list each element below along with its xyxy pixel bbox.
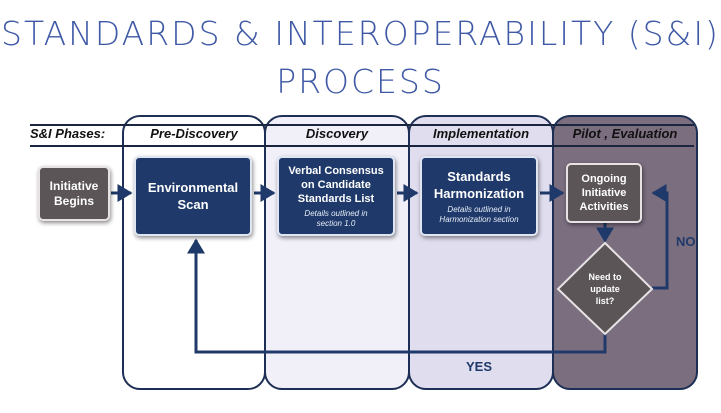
ongoing-activities-label: Ongoing Initiative Activities — [579, 173, 629, 213]
standards-harmonization-box: Standards Harmonization Details outlined… — [420, 156, 538, 236]
decision-diamond — [556, 241, 654, 336]
standards-harmonization-detail: Details outlined in Harmonization sectio… — [439, 204, 519, 224]
phase-header-pre-discovery: Pre-Discovery — [150, 126, 238, 141]
header-top-line — [30, 124, 694, 126]
initiative-begins-box: Initiative Begins — [38, 166, 110, 221]
diagram-title-line2: PROCESS — [276, 62, 445, 101]
edge-label-yes: YES — [466, 359, 493, 374]
environmental-scan-label: Environmental Scan — [147, 180, 239, 212]
edge-label-no: NO — [676, 234, 696, 249]
environmental-scan-box: Environmental Scan — [134, 156, 252, 236]
decision-label-box: Need to update list? — [580, 262, 630, 316]
phase-header-pilot: Pilot , Evaluation — [572, 126, 678, 141]
verbal-consensus-label: Verbal Consensus on Candidate Standards … — [288, 164, 384, 205]
verbal-consensus-detail: Details outlined in section 1.0 — [304, 208, 368, 228]
verbal-consensus-box: Verbal Consensus on Candidate Standards … — [277, 156, 395, 236]
ongoing-activities-box: Ongoing Initiative Activities — [566, 163, 642, 223]
diagram-title-line1: STANDARDS & INTEROPERABILITY (S&I) — [1, 14, 720, 53]
arrow-decision-no-loop — [651, 184, 669, 290]
arrow-decision-yes-loop — [187, 238, 607, 354]
phases-label: S&I Phases: — [30, 126, 106, 141]
standards-harmonization-label: Standards Harmonization — [433, 168, 525, 201]
phase-column-pilot — [552, 115, 698, 390]
phase-header-discovery: Discovery — [305, 126, 369, 141]
decision-label: Need to update list? — [588, 272, 622, 306]
phase-header-implementation: Implementation — [432, 126, 530, 141]
initiative-begins-label: Initiative Begins — [49, 178, 99, 208]
header-bottom-line — [30, 145, 694, 147]
